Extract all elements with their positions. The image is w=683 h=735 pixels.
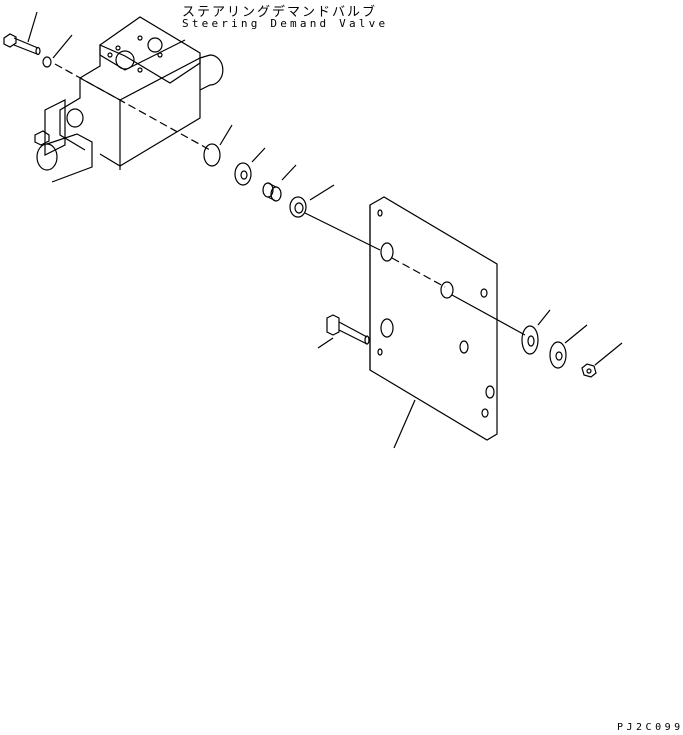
leader-lines bbox=[27, 11, 623, 449]
part-title-japanese: ステアリングデマンドバルブ bbox=[182, 5, 378, 20]
bolt-icon bbox=[326, 314, 370, 345]
centerline bbox=[451, 294, 526, 336]
centerline bbox=[54, 63, 211, 151]
part-title-english: Steering Demand Valve bbox=[182, 17, 389, 30]
washer-icon bbox=[549, 341, 567, 369]
washer-icon bbox=[234, 162, 252, 186]
nut-icon bbox=[581, 363, 597, 378]
bolt-icon bbox=[3, 33, 41, 56]
spacer-icon bbox=[262, 182, 282, 202]
washer-icon bbox=[521, 325, 539, 355]
washer-icon bbox=[42, 56, 52, 68]
centerline bbox=[391, 257, 446, 288]
valve-body-icon bbox=[34, 16, 224, 183]
collar-icon bbox=[289, 196, 307, 218]
centerline bbox=[304, 212, 381, 251]
seal-icon bbox=[203, 143, 221, 167]
drawing-code: PJ2C099 bbox=[617, 722, 683, 733]
bracket-plate-icon bbox=[369, 196, 498, 441]
